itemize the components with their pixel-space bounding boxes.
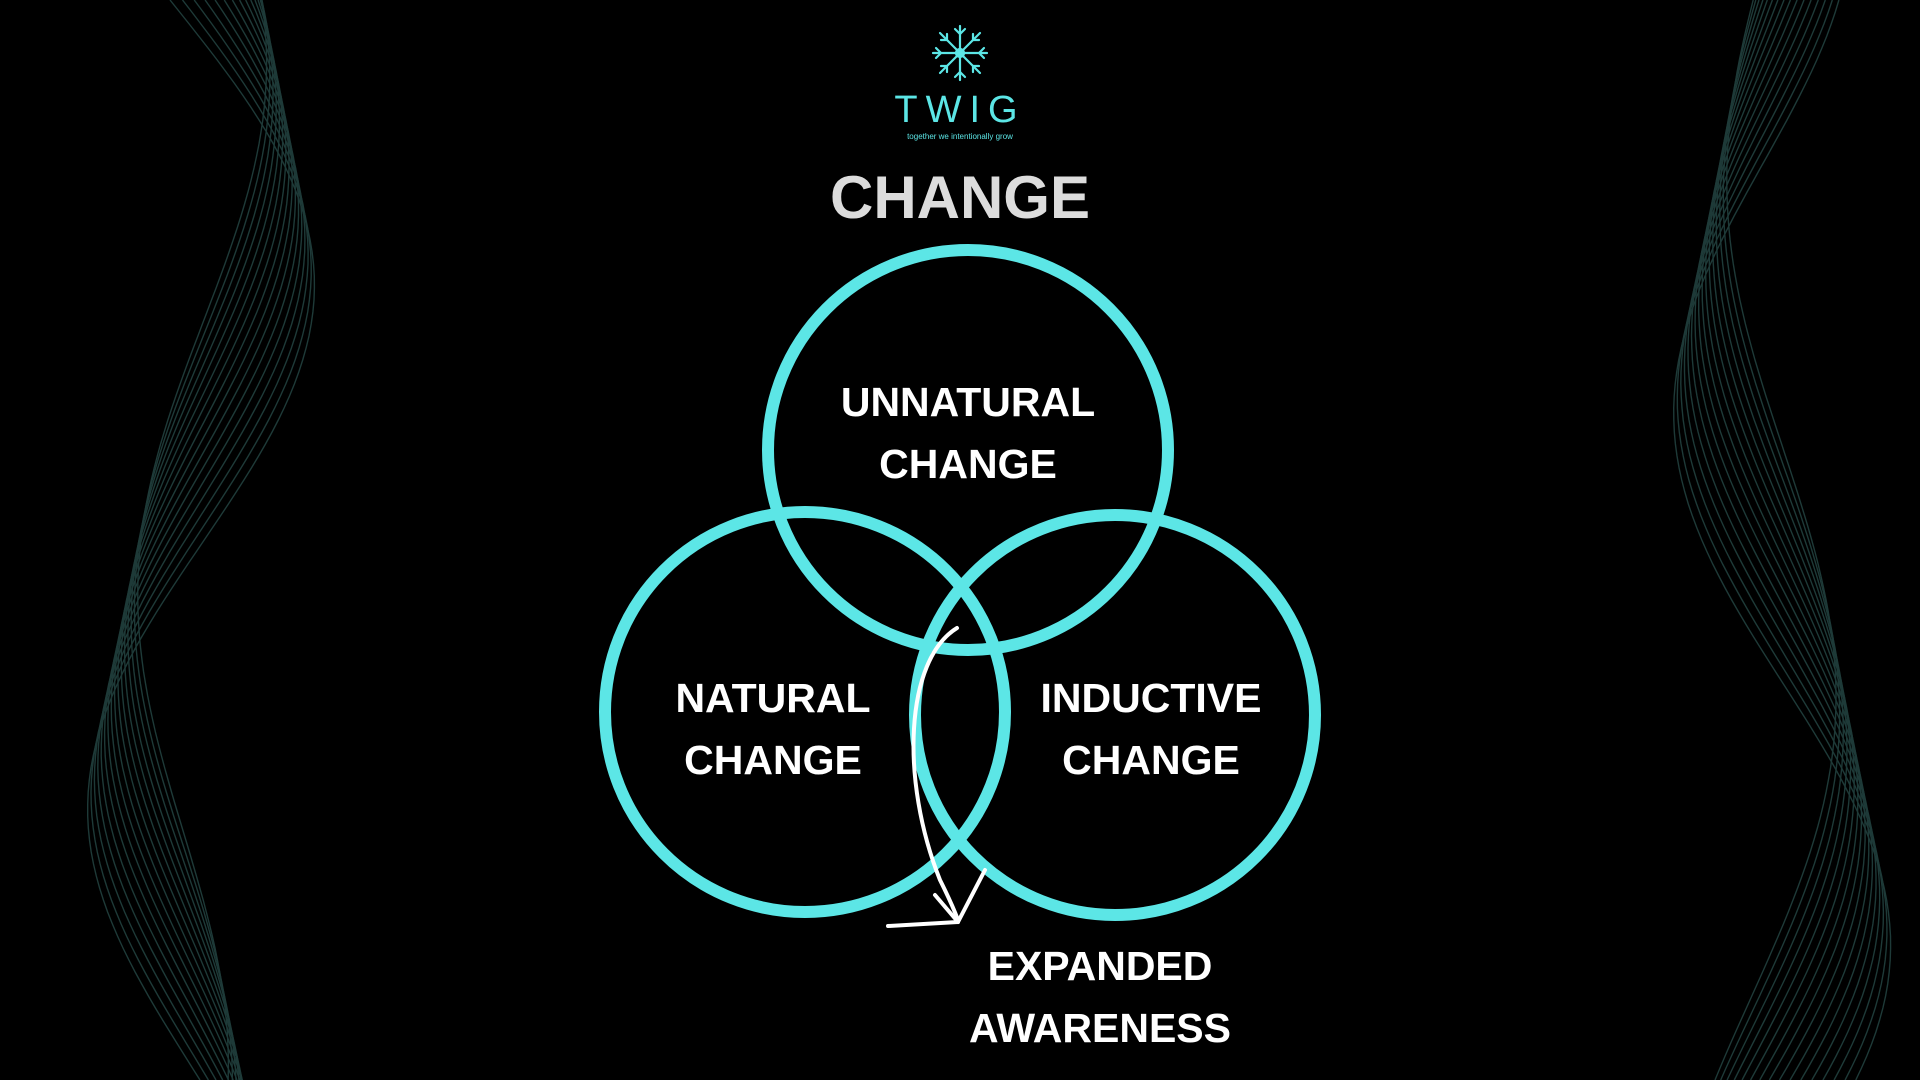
awareness-line1: EXPANDED <box>930 935 1270 997</box>
label-inductive-change: INDUCTIVE CHANGE <box>1010 667 1292 791</box>
inductive-line1: INDUCTIVE <box>1010 667 1292 729</box>
unnatural-line1: UNNATURAL <box>818 371 1118 433</box>
inductive-line2: CHANGE <box>1010 729 1292 791</box>
unnatural-line2: CHANGE <box>818 433 1118 495</box>
label-natural-change: NATURAL CHANGE <box>638 667 908 791</box>
label-unnatural-change: UNNATURAL CHANGE <box>818 371 1118 495</box>
natural-line1: NATURAL <box>638 667 908 729</box>
label-expanded-awareness: EXPANDED AWARENESS <box>930 935 1270 1059</box>
natural-line2: CHANGE <box>638 729 908 791</box>
awareness-line2: AWARENESS <box>930 997 1270 1059</box>
